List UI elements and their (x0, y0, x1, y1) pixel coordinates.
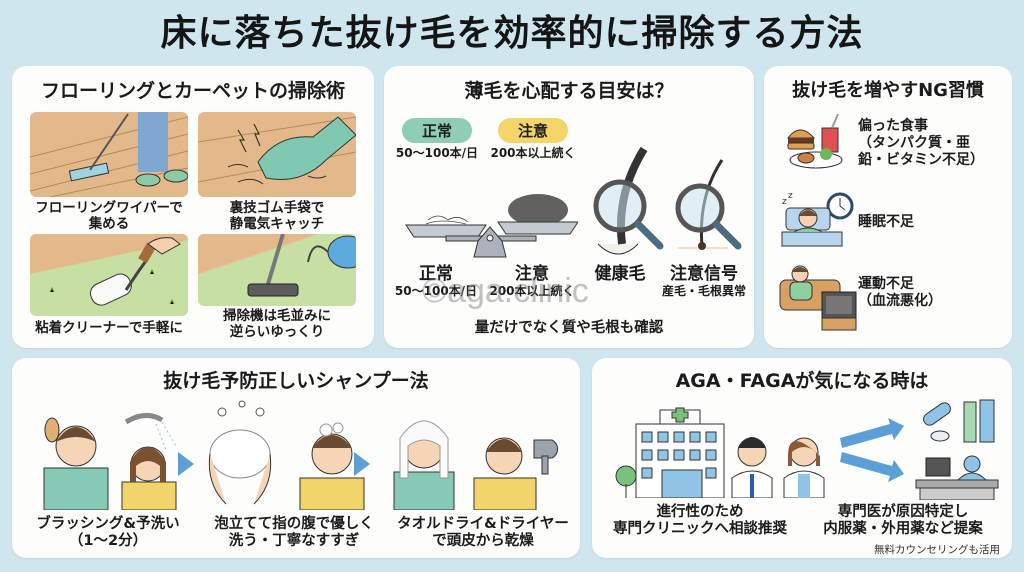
shampoo-title: 抜け毛予防正しいシャンプー法 (163, 370, 429, 392)
scale-normal-label: 正常 50〜100本/日 (394, 264, 478, 299)
aga-note: 無料カウンセリングも活用 (874, 544, 1000, 556)
scale-caution-label: 注意 200本以上続く (489, 264, 575, 299)
healthy-hair-label: 健康毛 (594, 264, 646, 284)
lathering-icon (208, 400, 365, 510)
badge-caution-sub: 200本以上続く (490, 146, 576, 160)
ng-item-diet-text: 偏った食事 （タンパク質・亜 鉛・ビタミン不足） (858, 118, 984, 168)
badge-caution-label: 注意 (498, 118, 568, 143)
step-arrow-2-icon (354, 452, 370, 476)
rubber-glove-icon (198, 112, 356, 197)
step-3-label: タオルドライ&ドライヤーで頭皮から乾燥 (397, 516, 569, 550)
balance-scale-icon (405, 194, 578, 258)
medicine-icon (923, 399, 995, 443)
lint-roller-icon (30, 234, 188, 316)
aga-right-text: 専門医が原因特定し内服薬・外用薬など提案 (823, 504, 983, 538)
ng-item-exercise-text: 運動不足 （血流悪化） (858, 276, 942, 309)
sleep-icon: z z (781, 191, 854, 247)
shampoo-card: 抜け毛予防正しいシャンプー法 ブラッシング&予洗い（1〜2分） 泡立て (12, 358, 580, 558)
couch-tv-icon (779, 265, 857, 331)
hospital-icon (615, 407, 725, 498)
badge-normal-label: 正常 (402, 118, 472, 143)
cleaning-card: フローリングとカーペットの掃除術 フローリングワイパーで集める 裏技ゴム手袋で静… (12, 66, 374, 348)
badge-normal: 正常 50〜100本/日 (394, 118, 480, 160)
cleaning-item-4-label: 掃除機は毛並みに逆らいゆっくり (223, 308, 331, 341)
recommend-arrows-icon (840, 418, 904, 482)
floor-wiper-icon (30, 112, 188, 197)
cleaning-item-2-label: 裏技ゴム手袋で静電気キャッチ (229, 200, 325, 233)
thinning-title: 薄毛を心配する目安は？ (464, 80, 674, 102)
page-title: 床に落ちた抜け毛を効率的に掃除する方法 (160, 13, 864, 54)
ng-habits-card: 抜け毛を増やすNG習慣 偏った食事 （タンパク質・亜 鉛・ビタミン不足） z z… (764, 66, 1012, 348)
badge-caution: 注意 200本以上続く (488, 118, 578, 160)
aga-card: AGA・FAGAが気になる時は 進行性のため専門クリニックへ相談推奨 専門医が原… (592, 358, 1012, 558)
svg-text:z: z (782, 197, 787, 207)
aga-left-text: 進行性のため専門クリニックへ相談推奨 (613, 504, 787, 538)
thinning-card: 薄毛を心配する目安は？ 正常 50〜100本/日 注意 200本以上続く 正常 … (384, 66, 754, 348)
ng-title: 抜け毛を増やすNG習慣 (792, 80, 984, 101)
ng-item-sleep-text: 睡眠不足 (858, 214, 914, 230)
weak-hair-magnifier-icon (675, 159, 742, 250)
doctors-icon (731, 437, 825, 498)
cleaning-item-1-label: フローリングワイパーで集める (35, 200, 183, 233)
cleaning-item-3-label: 粘着クリーナーで手軽に (35, 320, 183, 336)
junk-food-icon (786, 114, 843, 169)
step-2-label: 泡立てて指の腹で優しく洗う・丁寧なすすぎ (214, 516, 374, 550)
vacuum-icon (198, 234, 356, 306)
step-1-label: ブラッシング&予洗い（1〜2分） (36, 516, 180, 550)
towel-dry-icon (393, 420, 559, 510)
warning-sign-label: 注意信号 産毛・毛根異常 (661, 264, 746, 299)
cleaning-title: フローリングとカーペットの掃除術 (40, 80, 345, 102)
step-arrow-1-icon (178, 452, 194, 476)
svg-text:z: z (788, 191, 793, 201)
aga-title: AGA・FAGAが気になる時は (675, 370, 929, 392)
badge-normal-sub: 50〜100本/日 (395, 146, 479, 160)
thinning-footer: 量だけでなく質や毛根も確認 (474, 320, 664, 336)
brushing-prewash-icon (43, 413, 177, 510)
healthy-hair-magnifier-icon (593, 146, 664, 255)
consultation-desk-icon (915, 455, 999, 500)
